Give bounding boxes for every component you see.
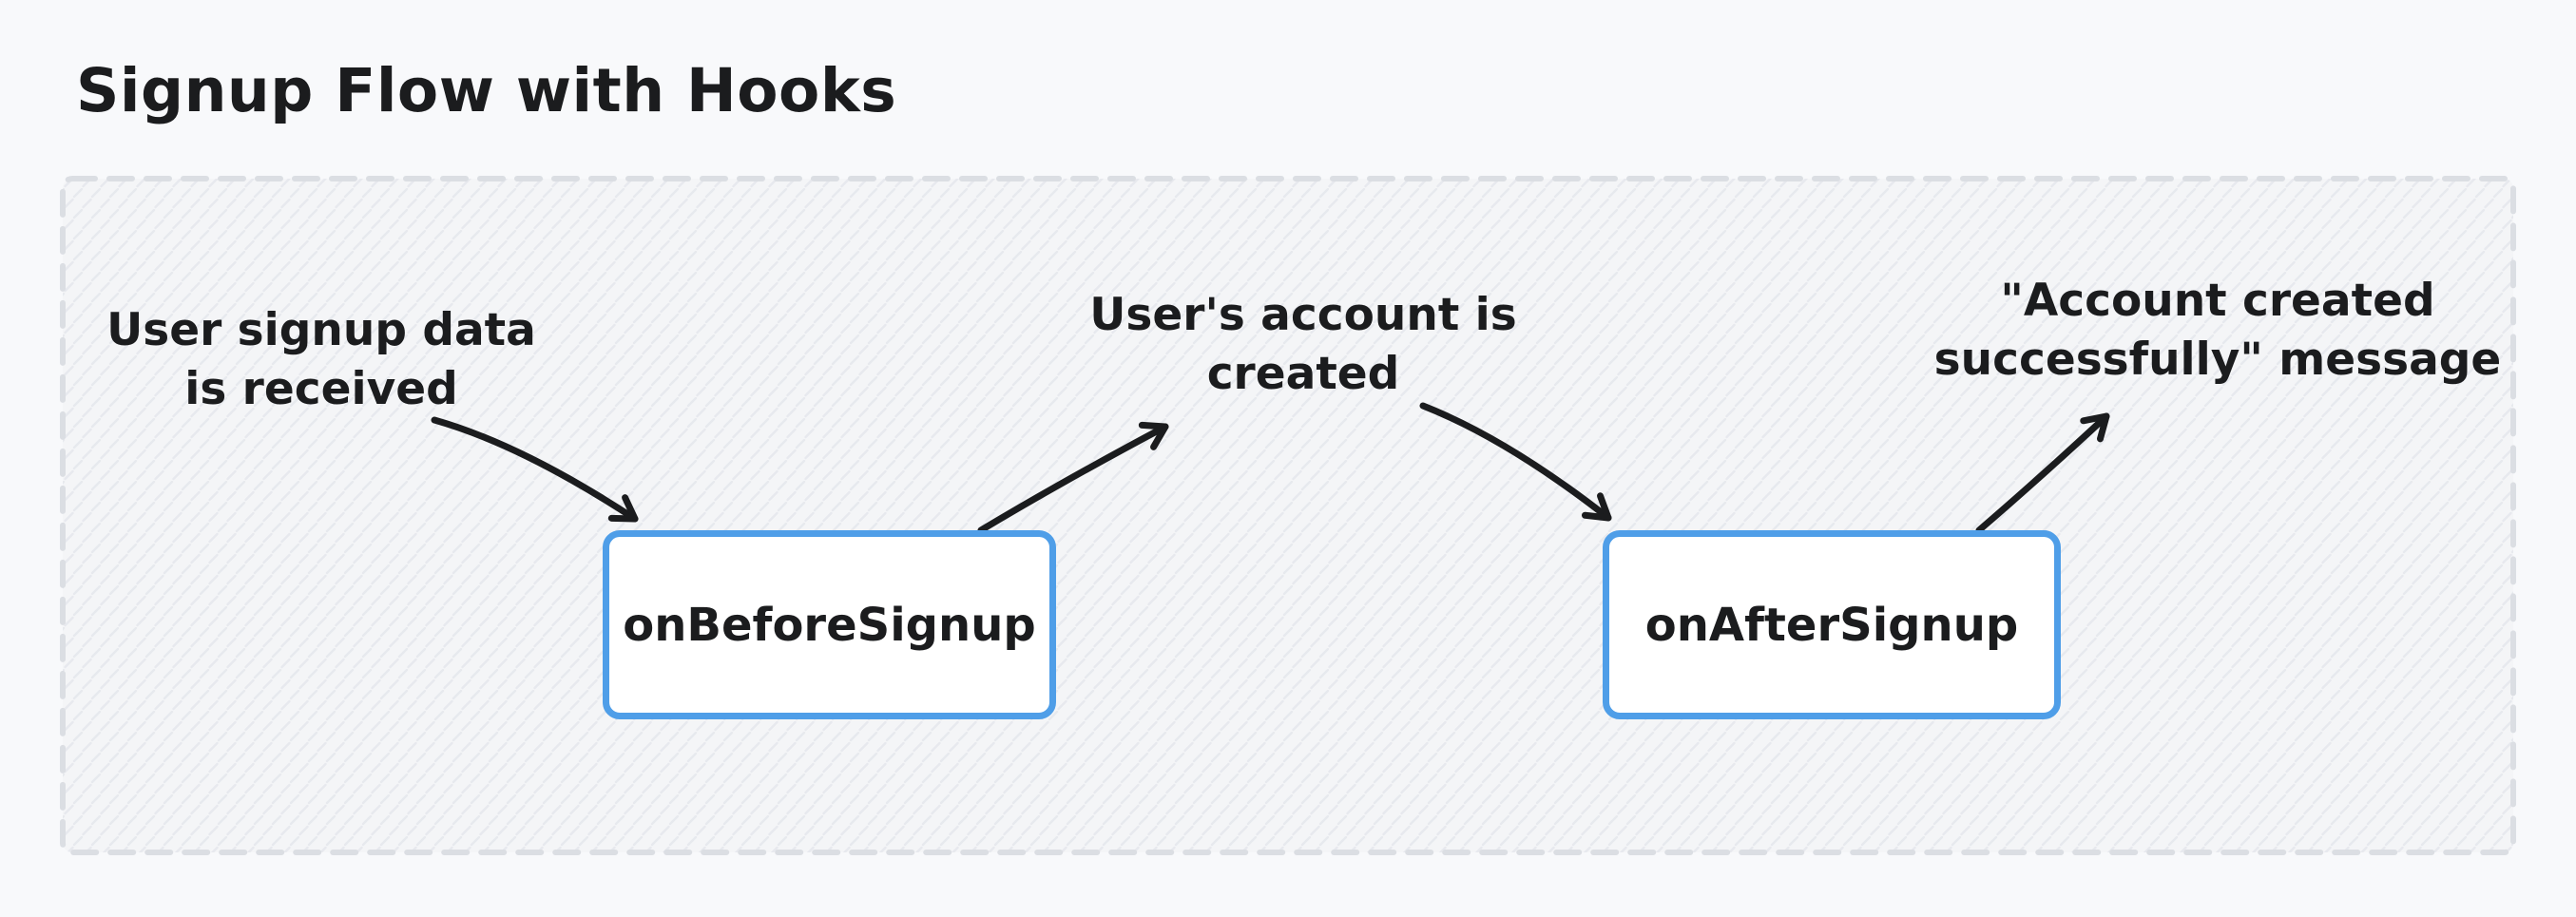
hook-node-on-after-signup: onAfterSignup bbox=[1603, 530, 2061, 719]
arrow-account-created-to-after-hook bbox=[1419, 402, 1612, 522]
arrow-after-hook-to-success-message bbox=[1975, 412, 2110, 534]
annotation-success-message: "Account created successfully" message bbox=[1933, 275, 2502, 386]
annotation-signup-data-received: User signup data is received bbox=[106, 304, 536, 415]
hook-node-label: onAfterSignup bbox=[1644, 598, 2019, 652]
arrow-signup-data-to-before-hook bbox=[431, 416, 639, 523]
hook-node-on-before-signup: onBeforeSignup bbox=[603, 530, 1056, 719]
annotation-account-created: User's account is created bbox=[1089, 289, 1517, 400]
hook-node-label: onBeforeSignup bbox=[623, 598, 1036, 652]
arrow-before-hook-to-account-created bbox=[977, 421, 1169, 534]
diagram-title: Signup Flow with Hooks bbox=[76, 56, 897, 125]
